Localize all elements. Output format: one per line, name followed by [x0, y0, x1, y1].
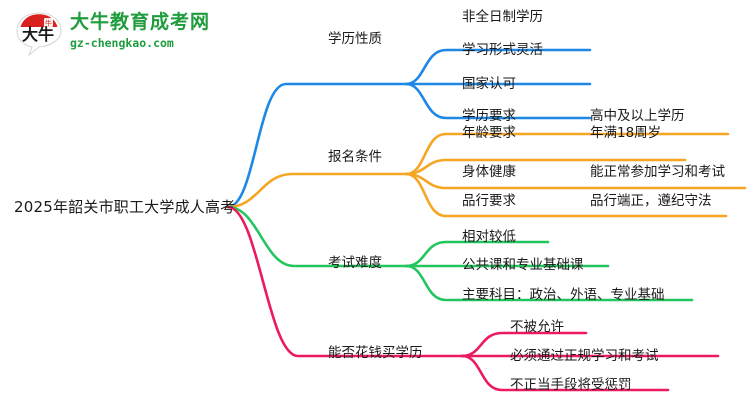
mindmap-root-node[interactable]: 2025年韶关市职工大学成人高考 [14, 198, 236, 216]
site-logo: 牛 大牛 大牛教育成考网 gz-chengkao.com [14, 8, 214, 60]
mindmap-branch-label-1[interactable]: 学历性质 [328, 31, 382, 47]
mindmap-branch-label-2[interactable]: 报名条件 [328, 149, 382, 165]
link-root-to-orange [226, 172, 408, 209]
mindmap-branch-label-3[interactable]: 考试难度 [328, 255, 382, 271]
logo-domain: gz-chengkao.com [70, 36, 174, 50]
mindmap-detail-2-4[interactable]: 品行端正，遵纪守法 [590, 193, 712, 209]
link-orange-child-4 [404, 172, 728, 218]
svg-text:牛: 牛 [45, 18, 52, 27]
link-green-child-3 [404, 264, 694, 302]
link-root-to-green [226, 205, 408, 268]
logo-wordmark: 大牛教育成考网 gz-chengkao.com [70, 11, 210, 51]
mindmap-node-4-2[interactable]: 必须通过正规学习和考试 [510, 348, 659, 364]
mindmap-detail-2-2[interactable]: 年满18周岁 [590, 125, 662, 141]
mindmap-node-3-2[interactable]: 公共课和专业基础课 [462, 257, 584, 273]
mindmap-node-3-3[interactable]: 主要科目：政治、外语、专业基础 [462, 287, 665, 303]
mindmap-branch-label-4[interactable]: 能否花钱买学历 [328, 345, 423, 361]
svg-text:大牛: 大牛 [22, 25, 54, 44]
mindmap-detail-2-1[interactable]: 高中及以上学历 [590, 108, 685, 124]
mindmap-node-2-3[interactable]: 身体健康 [462, 164, 516, 180]
mindmap-node-3-1[interactable]: 相对较低 [462, 229, 516, 245]
link-pink-child-3 [460, 354, 670, 392]
speech-bubble-logo-icon: 牛 大牛 [16, 12, 62, 57]
mindmap-node-2-4[interactable]: 品行要求 [462, 193, 516, 209]
logo-title: 大牛教育成考网 [70, 11, 211, 33]
link-root-to-blue [226, 82, 408, 209]
mindmap-node-4-1[interactable]: 不被允许 [510, 319, 564, 335]
mindmap-node-1-3[interactable]: 国家认可 [462, 76, 516, 92]
mindmap-node-4-3[interactable]: 不正当手段将受惩罚 [510, 377, 632, 393]
mindmap-node-2-1[interactable]: 学历要求 [462, 108, 516, 124]
link-blue-child-3 [404, 82, 592, 120]
mindmap-detail-2-3[interactable]: 能正常参加学习和考试 [590, 164, 725, 180]
mindmap-node-1-2[interactable]: 学习形式灵活 [462, 42, 543, 58]
mindmap-node-1-1[interactable]: 非全日制学历 [462, 9, 543, 25]
link-root-to-pink [226, 205, 464, 358]
mindmap-node-2-2[interactable]: 年龄要求 [462, 125, 516, 141]
